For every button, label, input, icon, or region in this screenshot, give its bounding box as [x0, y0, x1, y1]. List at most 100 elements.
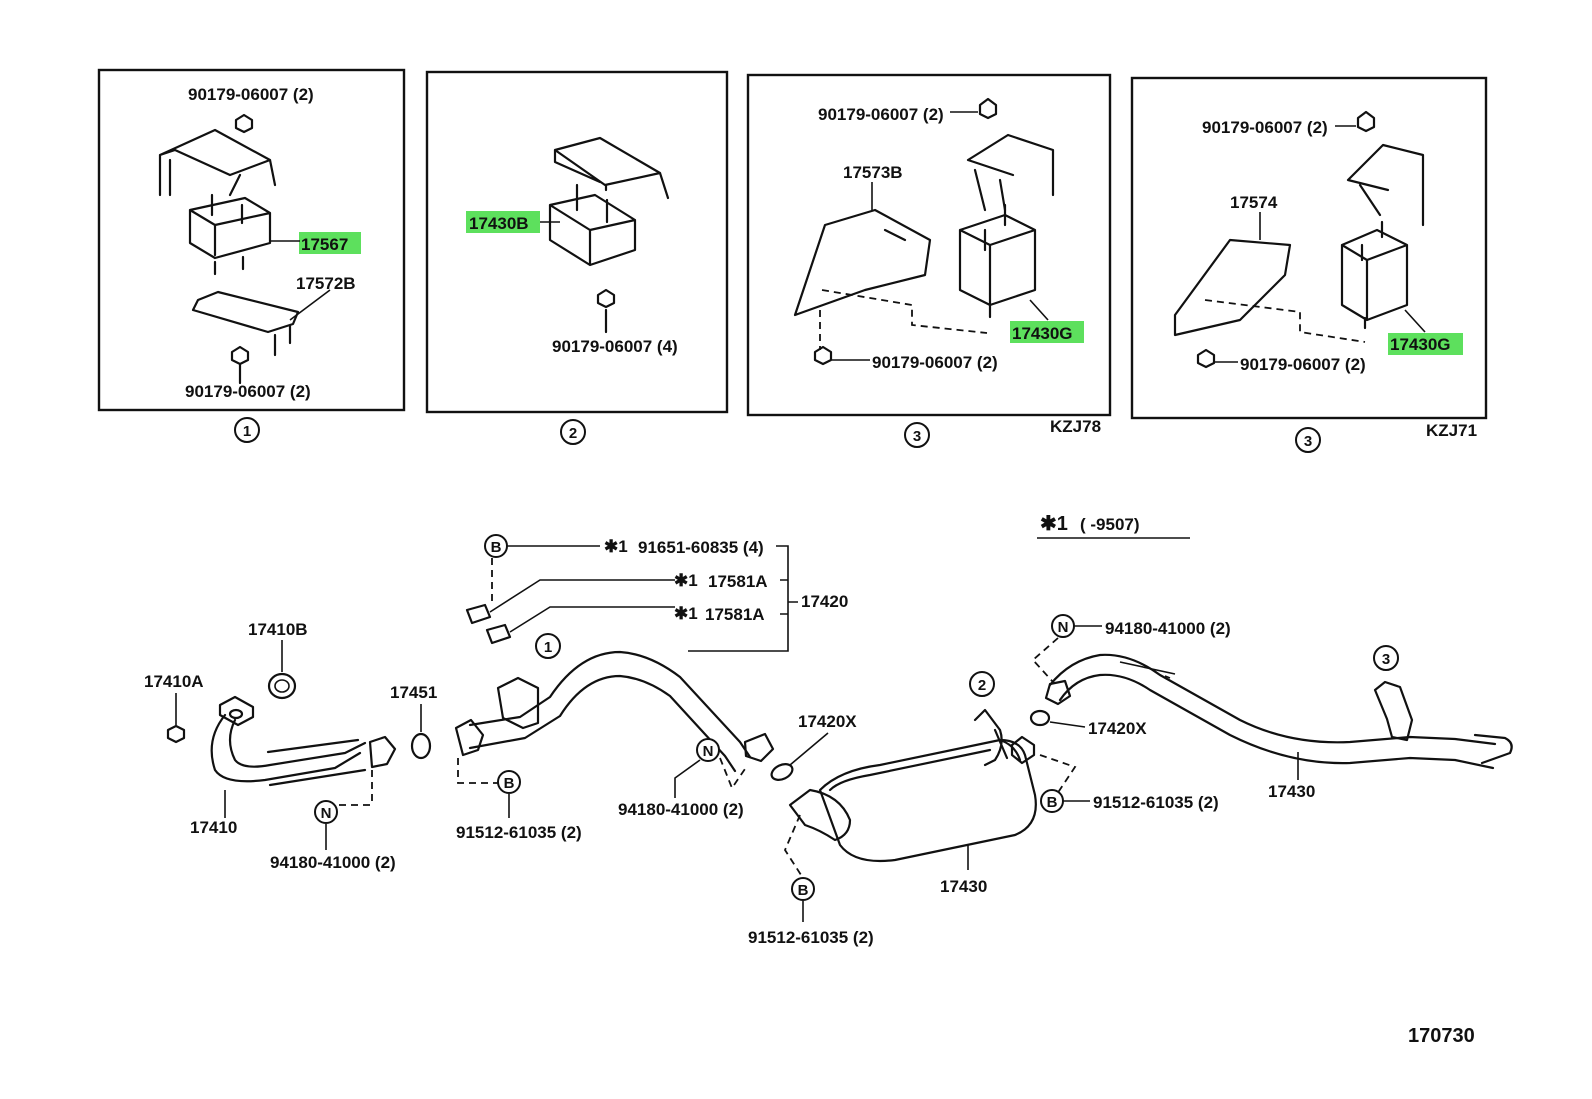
- bracket-17573b: [793, 208, 932, 317]
- ref-circle-1: 1: [544, 639, 552, 656]
- muffler-inlet: [788, 788, 852, 842]
- bolt-icon: [1196, 348, 1216, 369]
- crossmember-bracket: [158, 128, 277, 197]
- inset2-bolt-label: 90179-06007 (4): [552, 337, 678, 356]
- inset3a-mount-label: 17430G: [1012, 324, 1073, 343]
- pipe-hanger: [496, 676, 540, 730]
- tailpipe-flange: [1044, 679, 1072, 706]
- badge-n-mid: N: [703, 743, 714, 760]
- bracket-17574: [1173, 238, 1292, 337]
- label-17581a-2: 17581A: [705, 605, 765, 624]
- ref-circle-2: 2: [978, 677, 986, 694]
- nut-icon: [1356, 110, 1376, 133]
- insulator-mount: [1340, 228, 1409, 322]
- nut-icon: [234, 113, 254, 134]
- crossmember-bracket: [553, 136, 670, 200]
- inset-3-kzj71: 90179-06007 (2) 17574 17430G 90179-06007…: [1130, 76, 1488, 453]
- inset3b-bolt-bottom-label: 90179-06007 (2): [1240, 355, 1366, 374]
- bolt-icon: [596, 288, 616, 334]
- insulator-mount: [188, 196, 272, 260]
- label-nut-mid: 94180-41000 (2): [618, 800, 744, 819]
- tailpipe-hanger: [1373, 680, 1414, 742]
- label-nut-front: 94180-41000 (2): [270, 853, 396, 872]
- gasket-17420x: [1029, 709, 1051, 727]
- inset1-number: 1: [243, 423, 251, 440]
- bolt-icon: [166, 724, 186, 744]
- note-mark: ✱1: [1040, 513, 1068, 535]
- inset2-number: 2: [569, 425, 577, 442]
- nut-icon: [978, 97, 998, 120]
- muffler: [818, 738, 1037, 863]
- gasket-ring: [267, 672, 297, 700]
- badge-n-rear: N: [1058, 619, 1069, 636]
- badge-b-muffler-bottom: B: [798, 882, 809, 899]
- label-17420: 17420: [801, 592, 848, 611]
- label-tailpipe: 17430: [1268, 782, 1315, 801]
- inset3b-bracket-label: 17574: [1230, 193, 1278, 212]
- label-17420x-2: 17420X: [1088, 719, 1147, 738]
- crossmember-bracket: [966, 133, 1055, 212]
- label-bolt-front: 91512-61035 (2): [456, 823, 582, 842]
- tailpipe: [1048, 653, 1497, 770]
- front-flange: [218, 695, 255, 727]
- inset3a-bolt-bottom-label: 90179-06007 (2): [872, 353, 998, 372]
- inset-1: 90179-06007 (2) 17567 17572B 90179-06007…: [97, 68, 406, 443]
- inset3b-model-label: KZJ71: [1426, 421, 1477, 440]
- label-17420x-1: 17420X: [798, 712, 857, 731]
- inset3b-number: 3: [1304, 433, 1312, 450]
- mark-1: ✱1: [604, 537, 628, 556]
- muffler-outlet-flange: [1010, 735, 1036, 765]
- badge-b-front: B: [504, 775, 515, 792]
- inset-2: 17430B 90179-06007 (4) 2: [425, 70, 729, 445]
- oxygen-sensor-icon: [465, 603, 512, 645]
- badge-n-front: N: [321, 805, 332, 822]
- mark-2: ✱1: [674, 571, 698, 590]
- badge-b-muffler-right: B: [1047, 794, 1058, 811]
- inset1-bracket-label: 17572B: [296, 274, 356, 293]
- inset3b-mount-label: 17430G: [1390, 335, 1451, 354]
- label-nut-rear: 94180-41000 (2): [1105, 619, 1231, 638]
- figure-number: 170730: [1408, 1025, 1475, 1047]
- center-pipe-rear-flange: [743, 732, 775, 763]
- label-bolt-muffler-bottom: 91512-61035 (2): [748, 928, 874, 947]
- insulator-mount: [958, 213, 1037, 307]
- gasket-17420x: [770, 763, 794, 781]
- note-range: ( -9507): [1080, 515, 1140, 534]
- gasket-17451: [410, 732, 432, 760]
- inset1-bolt-bottom-label: 90179-06007 (2): [185, 382, 311, 401]
- inset3b-bolt-top-label: 90179-06007 (2): [1202, 118, 1328, 137]
- label-muffler: 17430: [940, 877, 987, 896]
- inset3a-bracket-label: 17573B: [843, 163, 903, 182]
- mark-3: ✱1: [674, 604, 698, 623]
- label-17581a-1: 17581A: [708, 572, 768, 591]
- bolt-icon: [813, 345, 833, 366]
- applicability-note: ✱1 ( -9507): [1037, 513, 1190, 539]
- label-17451: 17451: [390, 683, 437, 702]
- bolt-icon: [230, 345, 250, 385]
- inset3a-model-label: KZJ78: [1050, 417, 1101, 436]
- crossmember-bracket: [1346, 143, 1425, 227]
- label-17410a: 17410A: [144, 672, 204, 691]
- rear-flange: [368, 735, 397, 769]
- insulator-mount: [548, 193, 637, 267]
- center-pipe: [468, 650, 752, 773]
- main-exhaust-assembly: 17410B 17410A 17410 17451 N 94180-41000 …: [144, 534, 1513, 947]
- center-pipe-front-flange: [454, 718, 485, 757]
- label-17410b: 17410B: [248, 620, 308, 639]
- front-pipe: [210, 713, 367, 783]
- inset-3-kzj78: 90179-06007 (2) 17573B 17430G 90179-0600…: [746, 73, 1112, 448]
- inset1-bolt-top-label: 90179-06007 (2): [188, 85, 314, 104]
- label-bolt-muffler-right: 91512-61035 (2): [1093, 793, 1219, 812]
- inset2-mount-label: 17430B: [469, 214, 529, 233]
- lower-bracket: [191, 290, 300, 357]
- ref-circle-3: 3: [1382, 651, 1390, 668]
- muffler-hanger: [973, 708, 1009, 767]
- badge-b-top: B: [491, 539, 502, 556]
- inset3a-number: 3: [913, 428, 921, 445]
- inset1-mount-label: 17567: [301, 235, 348, 254]
- tailpipe-tip: [1473, 733, 1513, 765]
- label-17410: 17410: [190, 818, 237, 837]
- label-bolt-91651: 91651-60835 (4): [638, 538, 764, 557]
- inset3a-bolt-top-label: 90179-06007 (2): [818, 105, 944, 124]
